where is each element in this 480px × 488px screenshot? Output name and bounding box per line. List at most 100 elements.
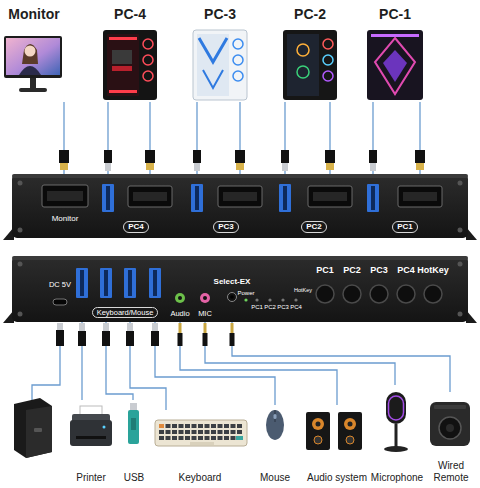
cable-plug (193, 150, 201, 163)
port-group: PC3 (188, 182, 264, 233)
speakers (306, 412, 330, 450)
port-group: Audio (167, 286, 193, 318)
cable-plug (102, 331, 110, 346)
kvm-front-panel (244, 298, 247, 301)
speakers (348, 422, 353, 427)
kvm-back-panel (403, 192, 437, 201)
kvm-back-panel (18, 228, 23, 233)
cable-plug (369, 150, 377, 163)
pc-tower (233, 55, 243, 65)
device-box: PC-1 (362, 6, 428, 102)
power-adapter (34, 428, 42, 432)
kvm-front-panel (294, 298, 297, 301)
port-group: DC 5V (44, 280, 76, 310)
pc-tower (143, 55, 153, 65)
cable-plug (79, 323, 85, 331)
device-box: PC-4 (98, 6, 162, 102)
kvm-back-panel (458, 181, 463, 186)
port-label: Audio (170, 309, 189, 318)
device-label: Keyboard (179, 472, 222, 484)
device-box: USB (120, 400, 148, 484)
pc-tower (107, 34, 139, 96)
cable-plug (203, 333, 208, 346)
kvm-front-panel (458, 312, 463, 317)
cable-connector (205, 318, 395, 385)
cable-plug (146, 163, 154, 170)
device-label: Monitor (8, 6, 59, 23)
pc-tower (109, 37, 137, 40)
cable-plug (104, 150, 112, 163)
printer (70, 420, 112, 446)
kvm-back-panel (367, 184, 379, 212)
monitor-illustration (4, 36, 62, 78)
device-label: USB (124, 472, 145, 484)
kvm-front-panel (12, 256, 468, 322)
kvm-front-panel (3, 256, 477, 323)
power-adapter (14, 398, 52, 458)
pc-tower (367, 30, 423, 100)
port-group: PC1 (364, 182, 446, 233)
device-box: Mouse (255, 405, 295, 484)
wired-remote (439, 417, 461, 439)
power-cable (32, 346, 60, 400)
usb-stick (131, 418, 136, 430)
port-label: PC1 (392, 221, 418, 233)
cable-plug (59, 150, 425, 171)
kvm-back-panel (279, 184, 291, 212)
device-label: PC-2 (294, 6, 326, 23)
cable-plug (325, 150, 335, 163)
pc-tower (143, 39, 153, 49)
power-adapter (26, 406, 52, 458)
kvm-back-panel (12, 174, 468, 178)
pc-tower (197, 34, 229, 96)
pc-tower (143, 71, 153, 81)
cable-plug (126, 331, 134, 346)
kvm-front-panel (104, 270, 108, 296)
microphone (384, 446, 408, 452)
cable-connector (106, 318, 133, 400)
printer (103, 426, 106, 429)
kvm-back-panel (308, 186, 352, 207)
kvm-back-panel (191, 184, 203, 212)
port-label: Monitor (52, 214, 79, 224)
panel-label: HotKey (417, 265, 449, 276)
kvm-front-panel (18, 262, 23, 267)
panel-label: Power (237, 290, 254, 297)
panel-label: PC1 (251, 304, 263, 311)
keyboard (155, 420, 247, 446)
pc-tower (203, 70, 223, 88)
cable-plug (370, 163, 376, 171)
kvm-back-panel (195, 186, 199, 210)
monitor-illustration (4, 36, 62, 92)
microphone (384, 392, 408, 452)
speakers (338, 412, 362, 450)
kvm-front-panel (268, 298, 271, 301)
mouse (266, 410, 284, 440)
cable-plug (282, 163, 288, 171)
device-box: Audio system (300, 405, 374, 484)
port-label: Select-EX (214, 277, 251, 287)
kvm-front-panel (228, 293, 237, 302)
kvm-front-panel (281, 298, 284, 301)
cable-plug (194, 163, 200, 171)
panel-label: PC3 (370, 265, 388, 276)
cable-plug (235, 150, 245, 163)
pc-tower (103, 30, 157, 100)
mouse (275, 410, 276, 422)
pc-tower (112, 66, 132, 71)
kvm-back-panel (3, 174, 477, 240)
monitor-illustration (19, 88, 47, 92)
kvm-front-panel (255, 298, 258, 301)
cable-plug (78, 331, 86, 346)
kvm-back-panel (218, 186, 262, 207)
pc-tower (233, 71, 243, 81)
port-label: MIC (198, 309, 212, 318)
monitor-illustration (30, 78, 36, 89)
kvm-front-panel (175, 293, 185, 303)
speakers (316, 422, 321, 427)
kvm-front-panel (124, 268, 136, 298)
wired-remote (446, 424, 454, 432)
pc-tower (283, 30, 337, 100)
